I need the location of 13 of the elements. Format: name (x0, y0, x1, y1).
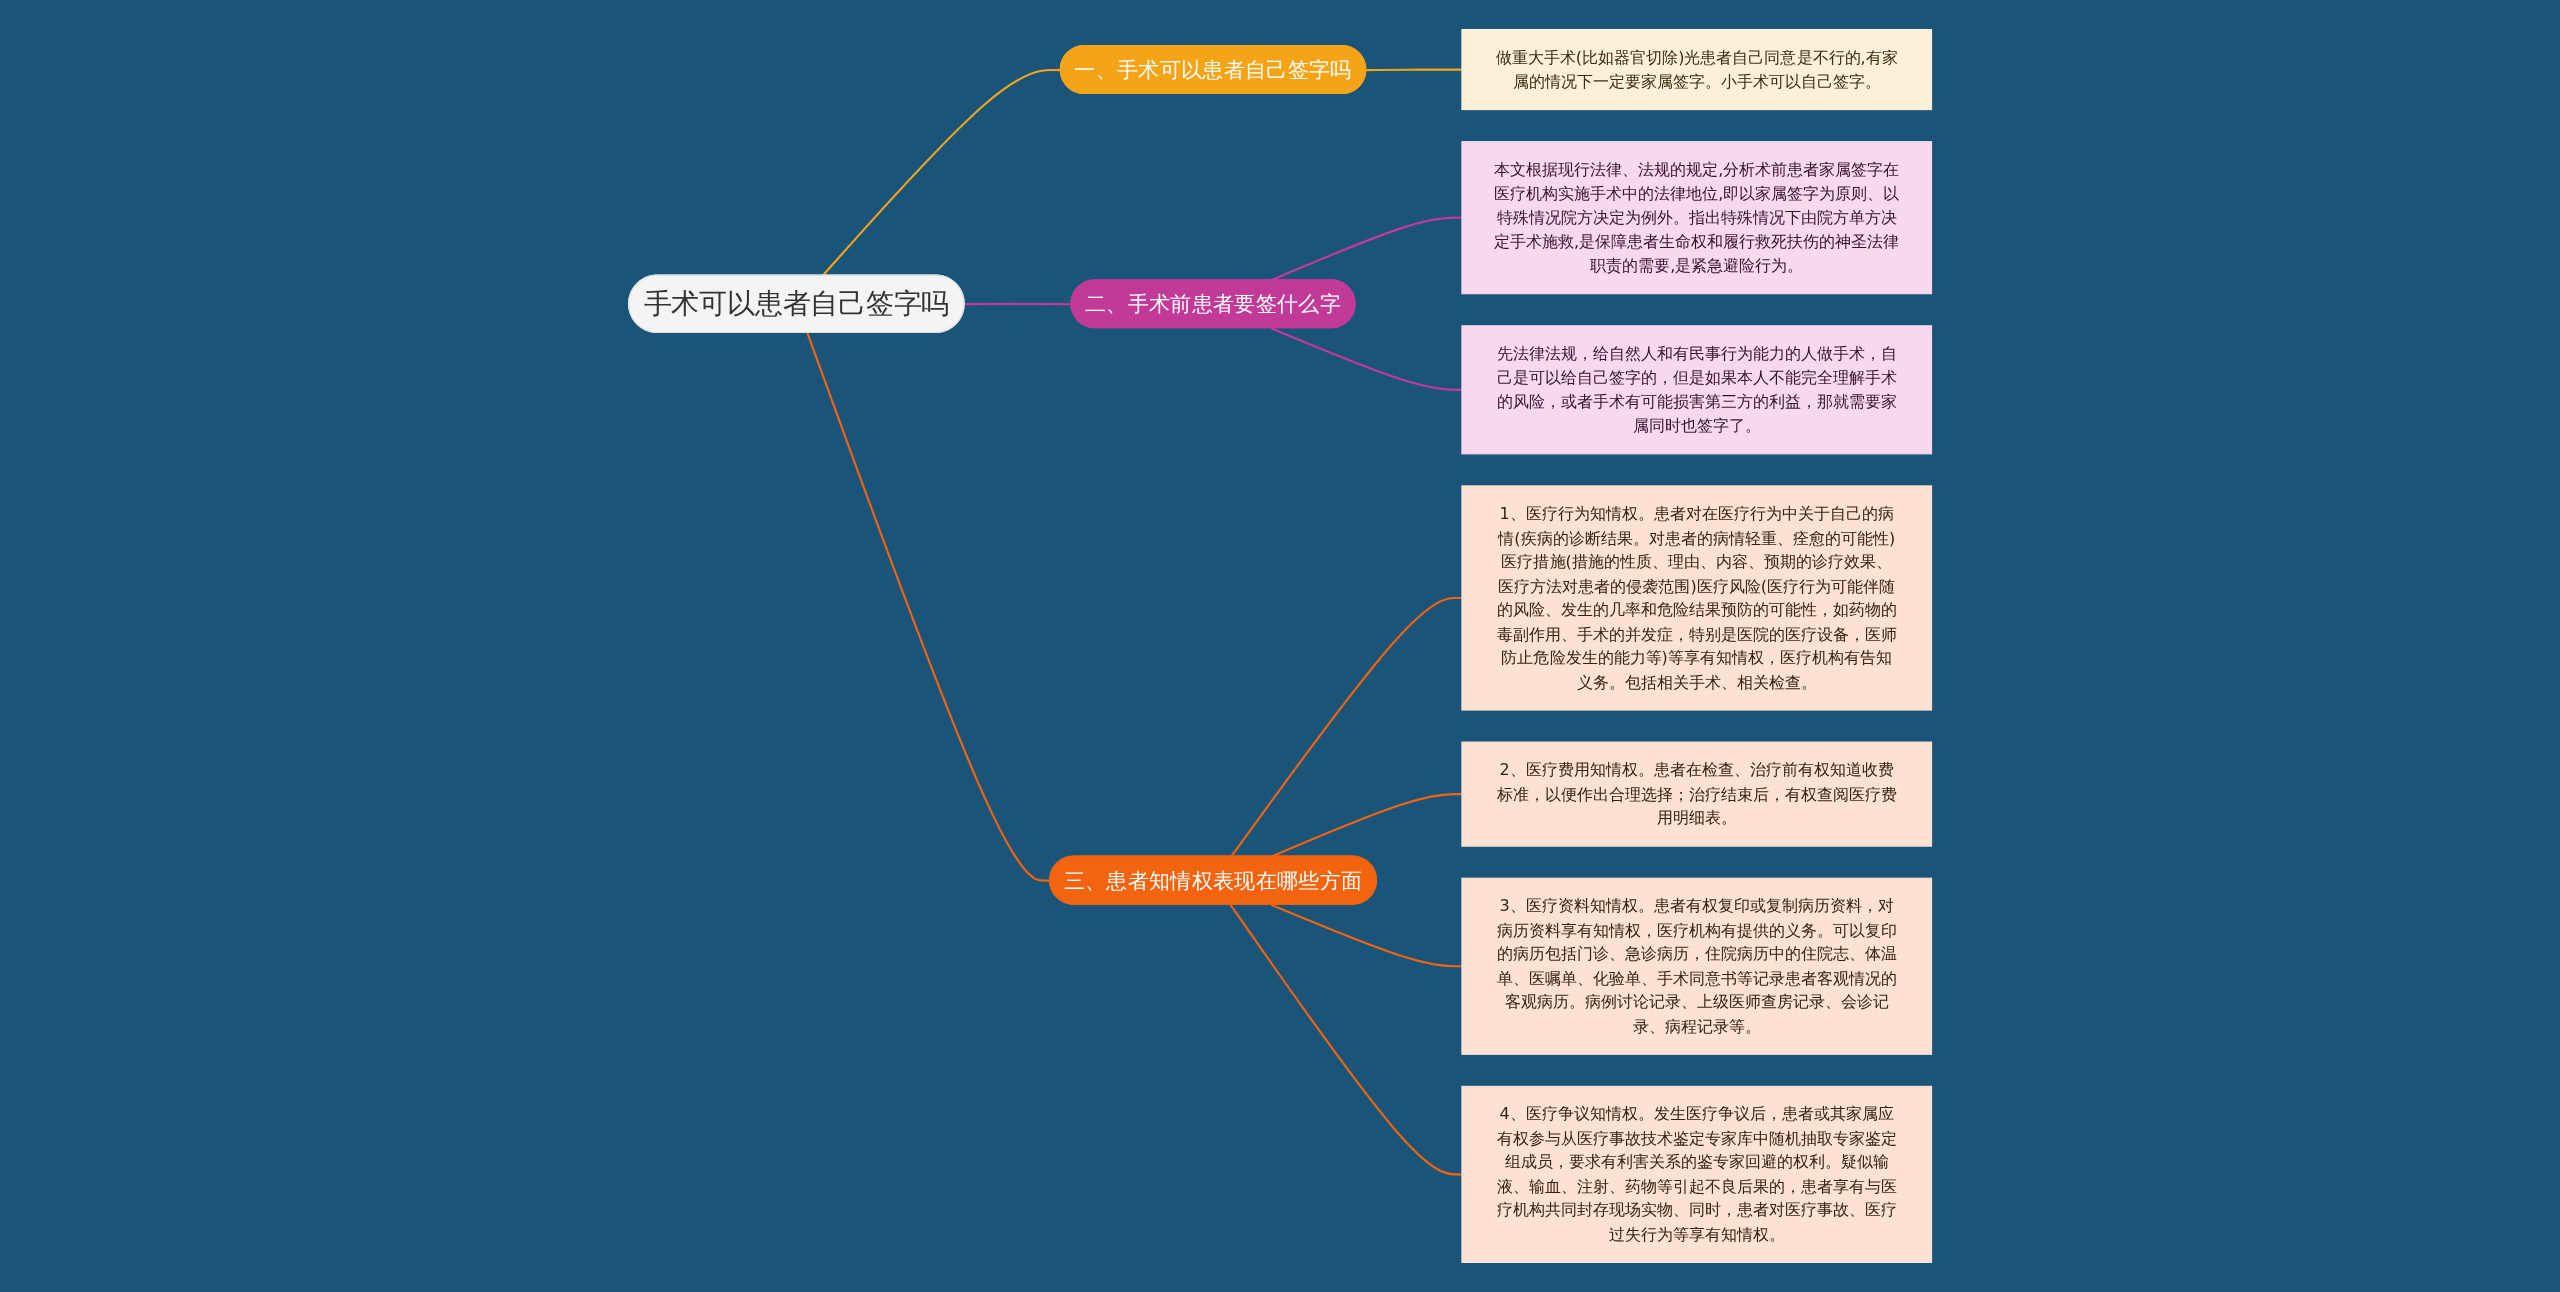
node-box: 本文根据现行法律、法规的规定,分析术前患者家属签字在医疗机构实施手术中的法律地位,即以家属签字为原则、以特殊情况院方决定为例外。指出特殊情况下由院方单方决定手术施救,是保障患者生命权和履行救死扶伤的神圣法律职责的需要,是紧急避险行为。 (1461, 141, 1933, 295)
node-box: 做重大手术(比如器官切除)光患者自己同意是不行的,有家属的情况下一定要家属签字。小手术可以自己签字。 (1461, 29, 1933, 111)
node-box: 1、医疗行为知情权。患者对在医疗行为中关于自己的病情(疾病的诊断结果。对患者的病情轻重、痊愈的可能性)医疗措施(措施的性质、理由、内容、预期的诊疗效果、医疗方法对患者的侵袭范围)医疗风险(医疗行为可能伴随的风险、发生的几率和危险结果预防的可能性，如药物的毒副作用、手术的并发症，特别是医院的医疗设备，医师防止危险发生的能力等)等享有知情权，医疗机构有告知义务。包括相关手术、相关检查。 (1461, 485, 1933, 711)
node-box: 2、医疗费用知情权。患者在检查、治疗前有权知道收费标准，以便作出合理选择；治疗结束后，有权查阅医疗费用明细表。 (1461, 741, 1933, 847)
connector (1229, 904, 1462, 1176)
connector (1270, 903, 1462, 968)
node-box: 先法律法规，给自然人和有民事行为能力的人做手术，自己是可以给自己签字的，但是如果本人不能完全理解手术的风险，或者手术有可能损害第三方的利益，那就需要家属同时也签字了。 (1461, 325, 1933, 455)
connector (1270, 327, 1462, 391)
node-box: 3、医疗资料知情权。患者有权复印或复制病历资料，对病历资料享有知情权，医疗机构有提供的义务。可以复印的病历包括门诊、急诊病历，住院病历中的住院志、体温单、医嘱单、化验单、手术同意书等记录患者客观情况的客观病历。病例讨论记录、上级医师查房记录、会诊记录、病程记录等。 (1461, 877, 1933, 1055)
connector (1230, 596, 1462, 858)
connector (1366, 68, 1462, 72)
node-box: 4、医疗争议知情权。发生医疗争议后，患者或其家属应有权参与从医疗事故技术鉴定专家库中随机抽取专家鉴定组成员，要求有利害关系的鉴专家回避的权利。疑似输液、输血、注射、药物等引起不良后果的，患者享有与医疗机构共同封存现场实物、同时，患者对医疗事故、医疗过失行为等享有知情权。 (1461, 1085, 1933, 1263)
connector (1270, 793, 1462, 858)
